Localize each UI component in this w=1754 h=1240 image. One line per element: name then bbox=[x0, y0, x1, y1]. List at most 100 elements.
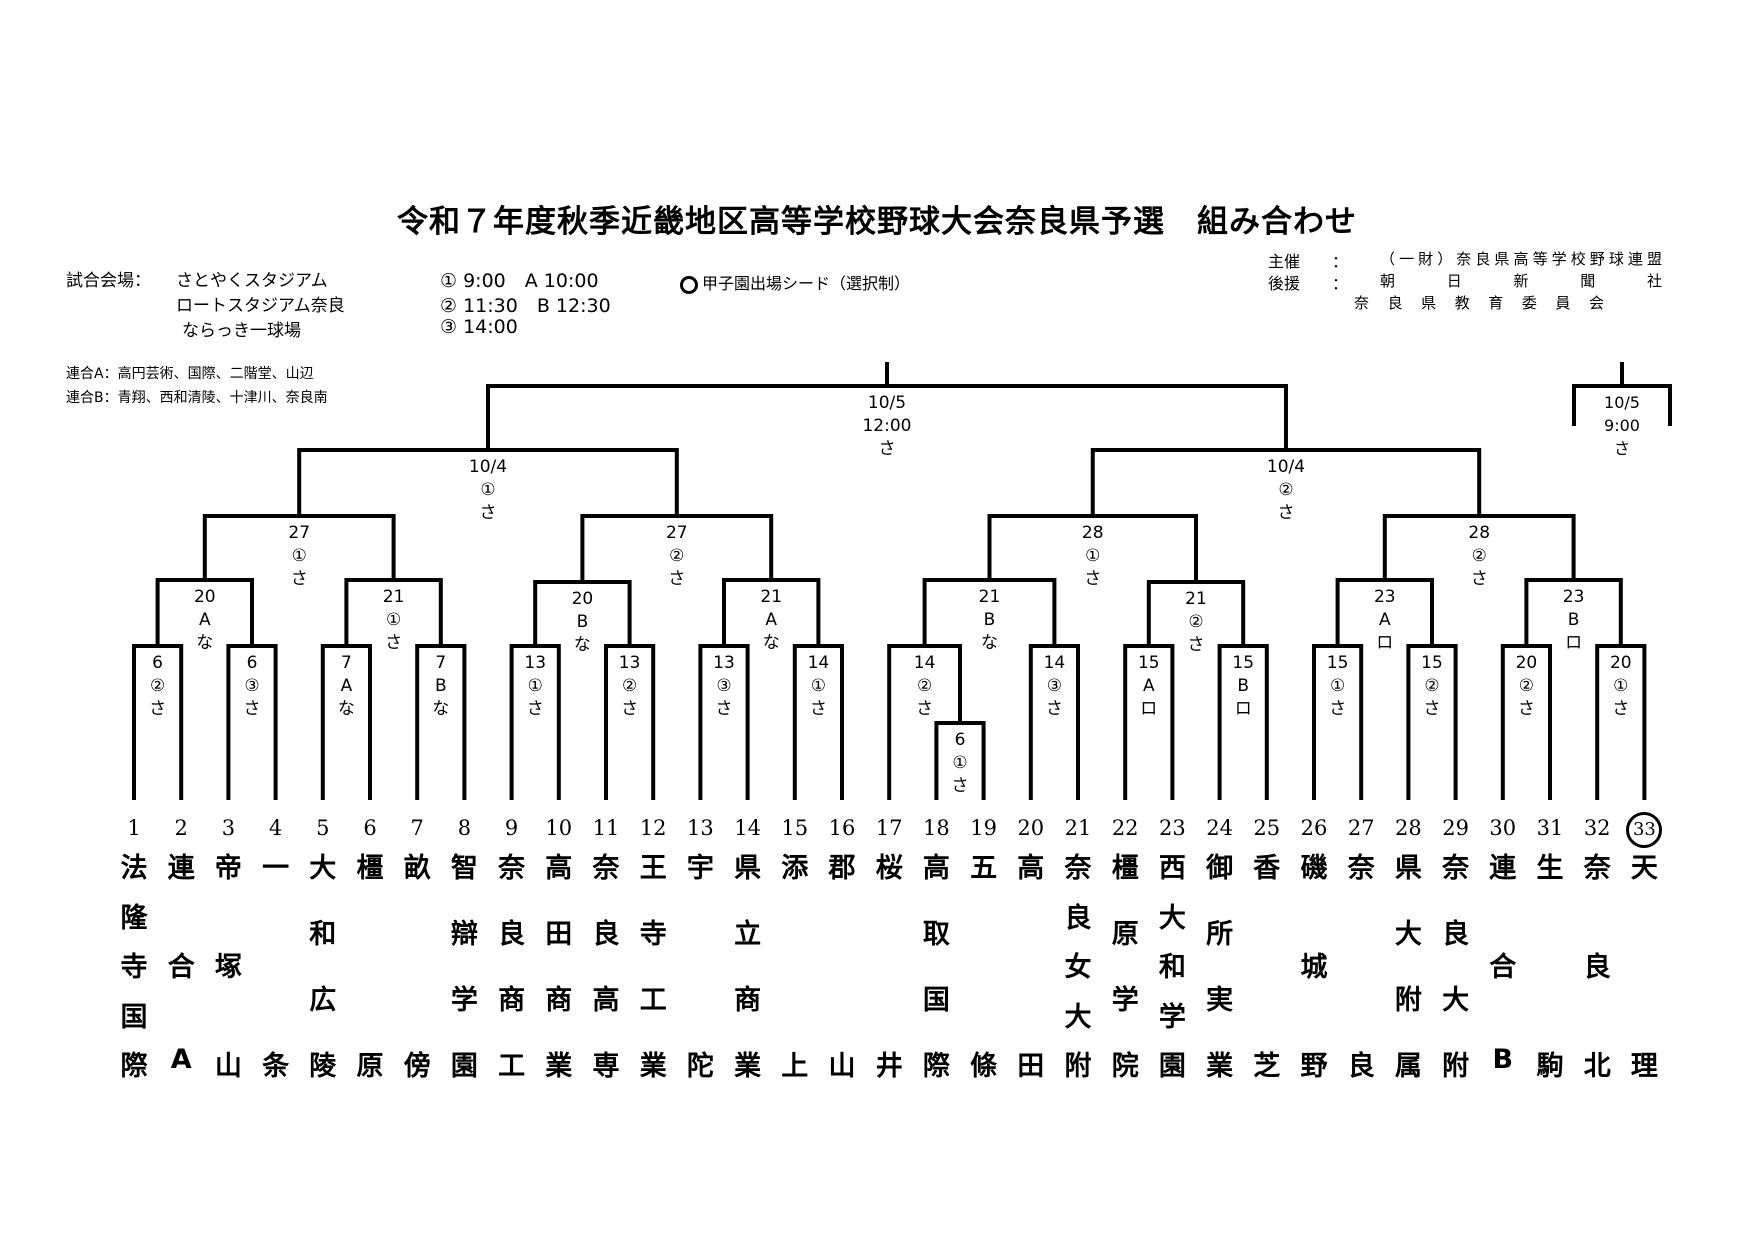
match-label-m28-1: ① bbox=[1085, 546, 1100, 566]
venue-sato: さとやくスタジアム bbox=[176, 271, 328, 291]
team-number-10: 10 bbox=[545, 816, 573, 840]
match-label-m30-2: さ bbox=[480, 503, 497, 523]
team-number-9: 9 bbox=[504, 816, 519, 840]
match-label-m14-2: さ bbox=[1329, 699, 1346, 719]
team-number-12: 12 bbox=[639, 816, 667, 840]
time-slot-2: ② 11:30 B 12:30 bbox=[440, 295, 611, 317]
team-number-25: 25 bbox=[1253, 816, 1281, 840]
match-label-m25-0: 23 bbox=[1563, 587, 1585, 607]
match-label-m7-0: 13 bbox=[713, 653, 735, 673]
match-label-m10-1: ② bbox=[917, 676, 932, 696]
match-label-m13-1: B bbox=[1237, 676, 1249, 696]
match-label-m1-2: さ bbox=[149, 699, 166, 719]
match-label-m12-2: ロ bbox=[1140, 699, 1157, 719]
match-label-m17-1: ① bbox=[1613, 676, 1628, 696]
match-label-m3-2: な bbox=[338, 699, 355, 719]
match-label-m26-1: ① bbox=[292, 546, 307, 566]
match-label-m6-1: ② bbox=[622, 676, 637, 696]
match-label-m8-1: ① bbox=[811, 676, 826, 696]
match-label-m6-0: 13 bbox=[619, 653, 641, 673]
match-label-m18-2: な bbox=[196, 633, 213, 653]
team-number-20: 20 bbox=[1017, 816, 1045, 840]
team-number-33: 33 bbox=[1626, 812, 1663, 848]
match-label-m19-2: さ bbox=[385, 633, 402, 653]
match-label-m23-0: 21 bbox=[1185, 589, 1207, 609]
team-number-31: 31 bbox=[1536, 816, 1564, 840]
match-label-m33-1: 9:00 bbox=[1604, 416, 1640, 435]
match-label-m12-1: A bbox=[1143, 676, 1155, 696]
match-label-m6-2: さ bbox=[621, 699, 638, 719]
team-number-15: 15 bbox=[781, 816, 809, 840]
match-label-m11-2: さ bbox=[1046, 699, 1063, 719]
match-label-m3-0: 7 bbox=[341, 653, 352, 673]
match-label-m4-0: 7 bbox=[435, 653, 446, 673]
sponsor-value-1: 朝日新聞社 bbox=[1380, 272, 1662, 290]
team-number-17: 17 bbox=[875, 816, 903, 840]
match-label-m5-0: 13 bbox=[524, 653, 546, 673]
match-label-m27-2: さ bbox=[668, 569, 685, 589]
team-number-19: 19 bbox=[970, 816, 997, 840]
match-label-m22-2: な bbox=[981, 633, 998, 653]
match-label-m16-0: 20 bbox=[1516, 653, 1538, 673]
team-number-3: 3 bbox=[221, 816, 236, 840]
time-slot-3: ③ 14:00 bbox=[440, 316, 518, 338]
match-label-m33-0: 10/5 bbox=[1604, 393, 1640, 412]
venue-narakki: ならっき一球場 bbox=[182, 321, 301, 341]
team-number-13: 13 bbox=[687, 816, 714, 840]
page-title: 令和７年度秋季近畿地区高等学校野球大会奈良県予選 組み合わせ bbox=[397, 204, 1357, 240]
organizer-sep: ： bbox=[1332, 252, 1349, 271]
sponsor-label: 後援 bbox=[1268, 274, 1301, 293]
sponsor-sep: ： bbox=[1332, 274, 1349, 293]
team-number-2: 2 bbox=[174, 816, 188, 840]
match-label-m32-0: 10/5 bbox=[868, 393, 906, 413]
match-label-m12-0: 15 bbox=[1138, 653, 1160, 673]
match-label-m20-1: B bbox=[577, 612, 589, 632]
team-number-6: 6 bbox=[363, 816, 377, 840]
team-number-5: 5 bbox=[316, 816, 330, 840]
match-label-m32-1: 12:00 bbox=[862, 416, 911, 436]
team-number-1: 1 bbox=[127, 816, 141, 840]
match-label-m31-0: 10/4 bbox=[1267, 457, 1305, 477]
match-label-m32-2: さ bbox=[878, 439, 895, 459]
match-label-m19-1: ① bbox=[386, 610, 401, 630]
match-label-m15-2: さ bbox=[1424, 699, 1441, 719]
combined-team-b: 連合B：青翔、西和清陵、十津川、奈良南 bbox=[66, 390, 328, 406]
match-label-m8-0: 14 bbox=[808, 653, 830, 673]
team-number-18: 18 bbox=[923, 816, 950, 840]
time-slot-1: ① 9:00 A 10:00 bbox=[440, 270, 599, 292]
match-label-m31-2: さ bbox=[1277, 503, 1294, 523]
match-label-m7-1: ③ bbox=[716, 676, 731, 696]
match-label-m21-1: A bbox=[765, 610, 777, 630]
match-label-m10-2: さ bbox=[916, 699, 933, 719]
match-label-m22-1: B bbox=[984, 610, 996, 630]
match-label-m30-1: ① bbox=[480, 480, 495, 500]
match-label-m1-0: 6 bbox=[152, 653, 163, 673]
match-label-m14-0: 15 bbox=[1327, 653, 1349, 673]
sponsor-value-2: 奈良県教育委員会 bbox=[1354, 294, 1604, 312]
match-label-m28-2: さ bbox=[1084, 569, 1101, 589]
match-label-m27-0: 27 bbox=[666, 523, 688, 543]
match-label-m5-1: ① bbox=[528, 676, 543, 696]
match-label-m8-2: さ bbox=[810, 699, 827, 719]
match-label-m15-1: ② bbox=[1424, 676, 1439, 696]
match-label-m25-2: ロ bbox=[1565, 633, 1582, 653]
match-label-m13-0: 15 bbox=[1232, 653, 1254, 673]
match-label-m29-2: さ bbox=[1471, 569, 1488, 589]
match-label-m16-1: ② bbox=[1519, 676, 1534, 696]
match-label-m13-2: ロ bbox=[1235, 699, 1252, 719]
team-number-16: 16 bbox=[828, 816, 856, 840]
match-label-m11-0: 14 bbox=[1044, 653, 1066, 673]
match-label-m1-1: ② bbox=[150, 676, 165, 696]
match-label-m2-1: ③ bbox=[244, 676, 259, 696]
team-number-7: 7 bbox=[410, 816, 424, 840]
match-label-m31-1: ② bbox=[1278, 480, 1293, 500]
match-label-m15-0: 15 bbox=[1421, 653, 1443, 673]
team-number-30: 30 bbox=[1489, 816, 1517, 840]
match-label-m2-2: さ bbox=[244, 699, 261, 719]
match-label-m4-2: な bbox=[432, 699, 449, 719]
match-label-m21-2: な bbox=[763, 633, 780, 653]
match-label-m27-1: ② bbox=[669, 546, 684, 566]
match-label-m2-0: 6 bbox=[247, 653, 258, 673]
match-label-m17-2: さ bbox=[1612, 699, 1629, 719]
match-label-m17-0: 20 bbox=[1610, 653, 1632, 673]
